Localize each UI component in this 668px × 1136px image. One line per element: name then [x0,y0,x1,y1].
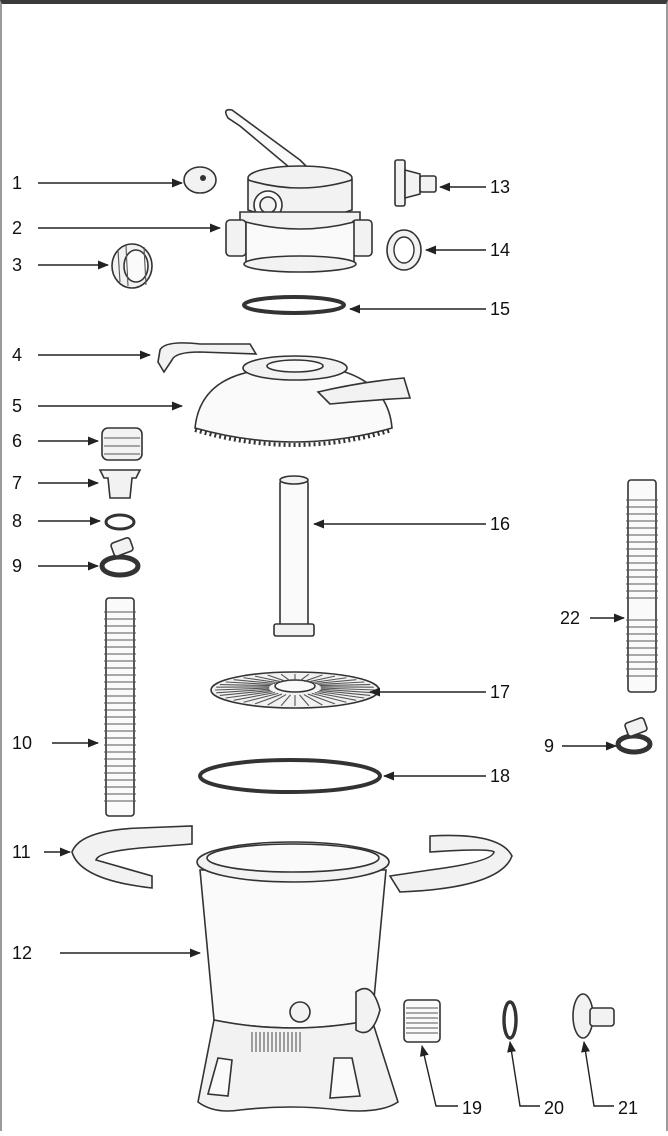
diagram-frame [0,0,668,1131]
exploded-parts-diagram: 1 2 3 4 5 6 7 8 9 10 11 12 13 14 15 16 1… [0,0,668,1131]
